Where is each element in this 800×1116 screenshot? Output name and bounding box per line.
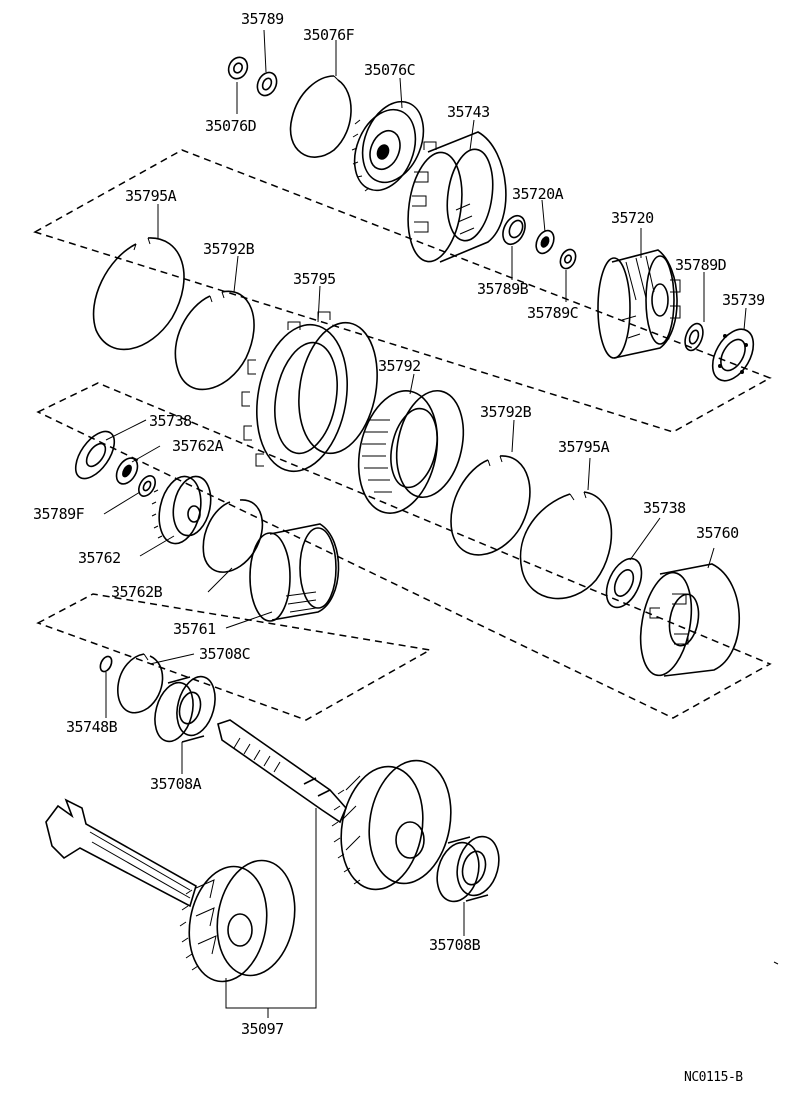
sun-gear-35762 — [151, 475, 212, 545]
group-outline-middle — [36, 382, 772, 719]
part-label-35795A-top: 35795A — [125, 187, 177, 205]
ring-35748B — [99, 655, 113, 673]
part-label-35738-left: 35738 — [149, 412, 192, 430]
leader-lines — [103, 29, 747, 1018]
part-label-35761: 35761 — [173, 620, 216, 638]
part-label-35789: 35789 — [241, 10, 284, 28]
part-label-35076D: 35076D — [205, 117, 257, 135]
part-label-35076C: 35076C — [364, 61, 415, 79]
part-label-35795A-mid: 35795A — [558, 438, 610, 456]
intermediate-shaft-35097 — [45, 798, 296, 983]
bearing-35076D — [227, 56, 249, 80]
part-label-35720: 35720 — [611, 209, 654, 227]
part-labels: 35789 35076F 35076C 35076D 35743 35720A … — [33, 10, 766, 1085]
snap-ring-35708C — [117, 653, 164, 714]
snap-ring-35792B-mid — [450, 455, 531, 556]
part-label-35720A: 35720A — [512, 185, 564, 203]
part-label-35708C: 35708C — [199, 645, 250, 663]
clutch-drum-35795 — [241, 311, 378, 473]
part-label-35789C: 35789C — [527, 304, 578, 322]
washer-35789C — [559, 248, 577, 270]
part-label-35789D: 35789D — [675, 256, 727, 274]
part-label-35743: 35743 — [447, 103, 490, 121]
part-label-35795: 35795 — [293, 270, 336, 288]
part-label-35739: 35739 — [722, 291, 765, 309]
bearing-35708B — [436, 835, 500, 903]
part-label-35748B: 35748B — [66, 718, 118, 736]
needle-bearing-35720A — [535, 229, 555, 255]
output-shaft — [217, 719, 347, 824]
part-label-35097: 35097 — [241, 1020, 284, 1038]
group-outline-upper — [33, 149, 772, 433]
part-label-35762B: 35762B — [111, 583, 163, 601]
registration-mark — [773, 961, 779, 965]
part-label-35792: 35792 — [378, 357, 421, 375]
washer-35789D — [684, 322, 704, 352]
part-label-35760: 35760 — [696, 524, 739, 542]
planetary-carrier-35720 — [597, 249, 681, 359]
snap-ring-35762B — [202, 499, 264, 573]
snap-ring-35795A-mid — [519, 491, 613, 600]
drum-35761 — [249, 523, 340, 622]
snap-ring-35076F — [289, 75, 352, 158]
washer-35789F — [138, 475, 156, 497]
clutch-hub-35760 — [639, 563, 740, 677]
part-label-35708B: 35708B — [429, 936, 481, 954]
snap-ring-35795A-top — [92, 237, 185, 351]
snap-ring-35792B-top — [174, 290, 255, 391]
part-label-35792B-top: 35792B — [203, 240, 255, 258]
part-label-35762A: 35762A — [172, 437, 224, 455]
part-label-35789F: 35789F — [33, 505, 85, 523]
race-35789B — [502, 214, 526, 246]
thrust-plate-35738-left — [74, 430, 116, 480]
output-gear — [331, 759, 452, 891]
washer-35789 — [256, 71, 278, 97]
thrust-plate-35738-right — [605, 557, 643, 609]
bearing-35762A — [115, 457, 139, 485]
hub-35076C — [351, 100, 425, 192]
part-label-35708A: 35708A — [150, 775, 202, 793]
diagram-code: NC0115-B — [684, 1070, 743, 1085]
thrust-plate-35739 — [711, 328, 755, 382]
part-label-35738-right: 35738 — [643, 499, 686, 517]
part-label-35792B-mid: 35792B — [480, 403, 532, 421]
part-label-35762: 35762 — [78, 549, 121, 567]
part-label-35789B: 35789B — [477, 280, 529, 298]
bearing-35708A — [154, 675, 216, 743]
part-label-35076F: 35076F — [303, 26, 355, 44]
group-outline-lower — [36, 593, 433, 721]
drum-35743 — [407, 131, 507, 263]
